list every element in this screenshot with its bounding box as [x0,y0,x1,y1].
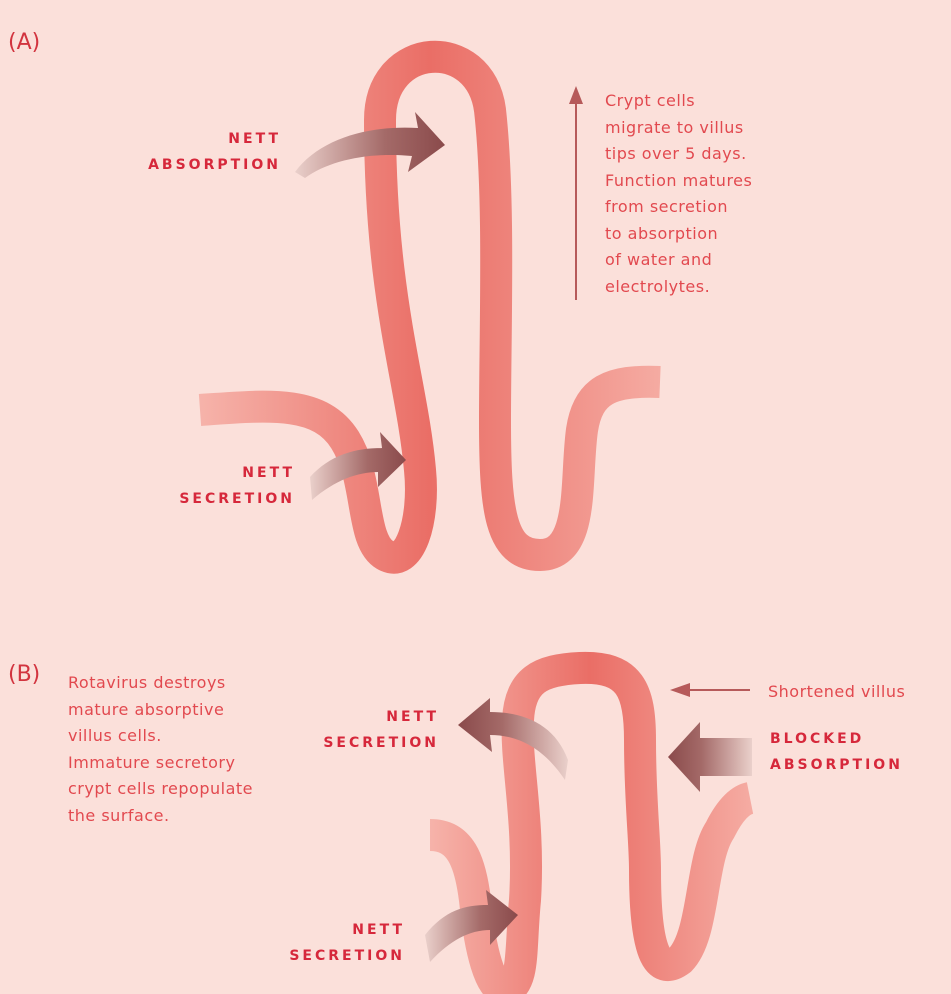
secretion-label-a: NETT SECRETION [179,460,295,512]
absorption-label-a: NETT ABSORPTION [148,126,281,178]
rotavirus-note: Rotavirus destroys mature absorptive vil… [68,670,253,829]
migration-note: Crypt cells migrate to villus tips over … [605,88,752,300]
secretion-label-b-bottom: NETT SECRETION [289,917,405,969]
blocked-absorption-label: BLOCKED ABSORPTION [770,726,903,778]
panel-b-label: (B) [8,662,40,687]
shortened-villus-label: Shortened villus [768,679,905,706]
migration-arrow [569,86,583,300]
shortened-villus-pointer [670,683,750,697]
blocked-absorption-arrow [668,722,752,792]
secretion-label-b-top: NETT SECRETION [323,704,439,756]
panel-a-label: (A) [8,30,40,55]
